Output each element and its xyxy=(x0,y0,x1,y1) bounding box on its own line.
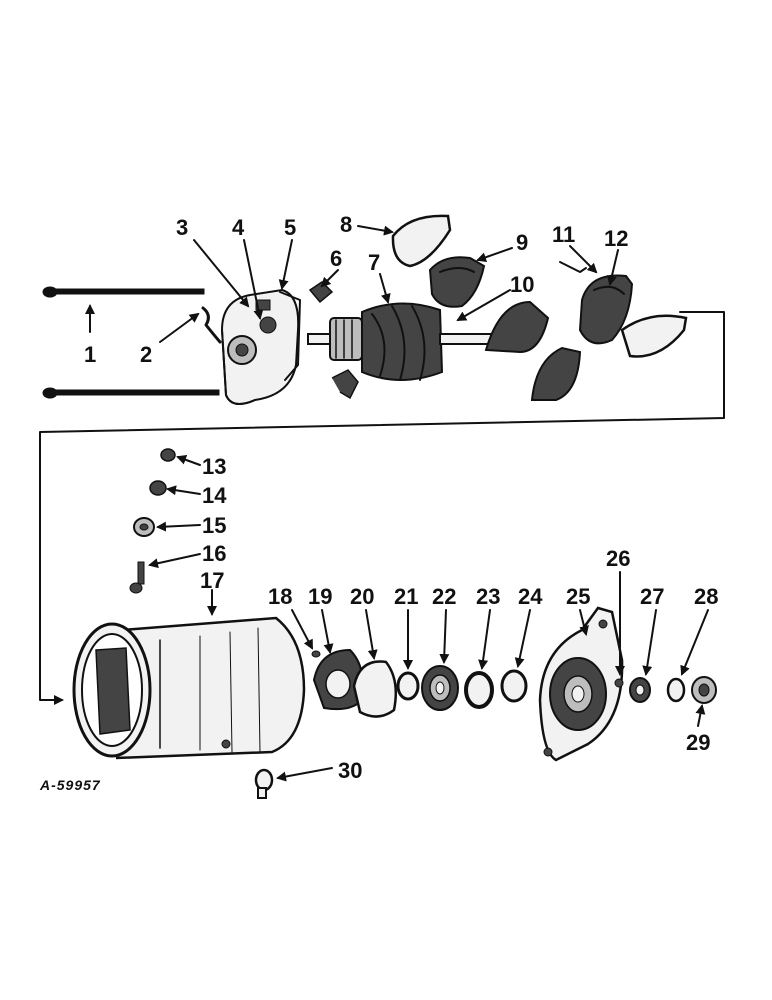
ring-21 xyxy=(396,671,420,701)
callout-21: 21 xyxy=(394,584,418,609)
field-coil-top xyxy=(391,214,452,268)
callout-29: 29 xyxy=(686,730,710,755)
nut-26 xyxy=(614,678,624,688)
nut-13 xyxy=(160,448,176,462)
callout-15: 15 xyxy=(202,513,226,538)
drive-end-frame xyxy=(538,606,624,762)
callout-17: 17 xyxy=(200,568,224,593)
brush-spring-part xyxy=(201,306,222,344)
callout-10: 10 xyxy=(510,272,534,297)
callout-23: 23 xyxy=(476,584,500,609)
brush-clip xyxy=(331,369,359,400)
field-coil-bottom xyxy=(530,346,582,401)
pole-shoe xyxy=(484,300,550,354)
through-bolt-lower xyxy=(42,387,220,399)
callout-12: 12 xyxy=(604,226,628,251)
callout-20: 20 xyxy=(350,584,374,609)
assembly-connector-line xyxy=(39,311,725,705)
drawing-code: A-59957 xyxy=(39,777,101,793)
callout-25: 25 xyxy=(566,584,590,609)
nut-29 xyxy=(691,676,717,704)
callout-26: 26 xyxy=(606,546,630,571)
pole-shoe-screw xyxy=(559,261,587,273)
washer-14 xyxy=(149,480,167,496)
seal-23 xyxy=(464,671,494,709)
spacer-27 xyxy=(629,677,651,703)
field-coil-left xyxy=(428,256,486,308)
callout-5: 5 xyxy=(284,215,296,240)
callout-18: 18 xyxy=(268,584,292,609)
leader-lines xyxy=(85,225,709,782)
callout-16: 16 xyxy=(202,541,226,566)
screw-16 xyxy=(129,561,145,594)
washer-28 xyxy=(666,677,686,703)
screw-30 xyxy=(254,768,274,799)
callout-4: 4 xyxy=(232,215,245,240)
nut-15 xyxy=(133,517,155,537)
callout-27: 27 xyxy=(640,584,664,609)
callout-19: 19 xyxy=(308,584,332,609)
bearing-22 xyxy=(421,665,459,711)
callout-22: 22 xyxy=(432,584,456,609)
callout-9: 9 xyxy=(516,230,528,255)
gasket-20 xyxy=(352,660,397,718)
brush-part xyxy=(308,281,334,304)
callout-28: 28 xyxy=(694,584,718,609)
callout-11: 11 xyxy=(552,222,575,247)
callout-13: 13 xyxy=(202,454,226,479)
commutator-end-frame xyxy=(220,288,301,405)
field-coil-right xyxy=(578,274,688,358)
ring-24 xyxy=(500,669,528,703)
callout-7: 7 xyxy=(368,250,380,275)
callout-1: 1 xyxy=(84,342,96,367)
callout-3: 3 xyxy=(176,215,188,240)
plate-19 xyxy=(312,648,364,711)
callout-30: 30 xyxy=(338,758,362,783)
gasket-18 xyxy=(311,650,321,658)
callout-8: 8 xyxy=(340,212,352,237)
field-frame-housing xyxy=(72,616,306,760)
through-bolt-upper xyxy=(42,286,205,298)
callout-24: 24 xyxy=(518,584,543,609)
armature xyxy=(307,302,493,381)
callout-14: 14 xyxy=(202,483,227,508)
callout-2: 2 xyxy=(140,342,152,367)
callout-6: 6 xyxy=(330,246,342,271)
